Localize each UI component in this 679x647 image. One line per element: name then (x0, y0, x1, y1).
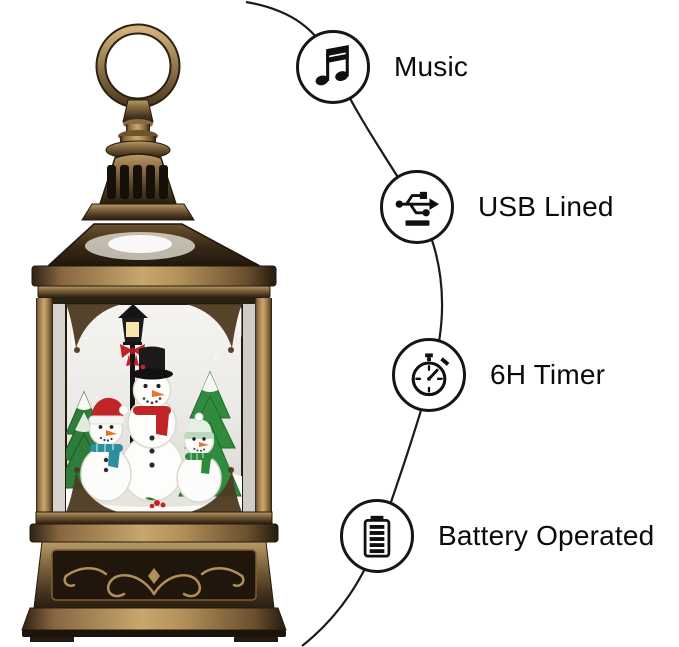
right-snowman (176, 412, 222, 503)
hanging-ring (95, 23, 181, 146)
feature-label: 6H Timer (490, 359, 606, 390)
music-note-icon (315, 45, 349, 86)
snowman-scene (66, 304, 242, 512)
feature-icon-circle (296, 30, 370, 104)
base-scroll-ornament (63, 567, 245, 598)
filigree-corners (66, 304, 242, 512)
usb-icon (395, 191, 440, 226)
feature-battery: Battery Operated (340, 499, 654, 573)
snow-globe-lantern-image (21, 23, 287, 642)
feature-usb: USB Lined (380, 170, 614, 244)
feature-music: Music (296, 30, 468, 104)
middle-snowman (120, 346, 184, 502)
feature-icon-circle (392, 338, 466, 412)
battery-icon (363, 515, 391, 558)
feature-label: Battery Operated (438, 520, 655, 551)
feature-timer: 6H Timer (392, 338, 605, 412)
feature-icon-circle (380, 170, 454, 244)
feature-label: USB Lined (478, 191, 614, 222)
feature-label: Music (394, 51, 469, 82)
feature-icon-circle (340, 499, 414, 573)
lantern-lid (31, 140, 277, 299)
holly-berries (145, 497, 166, 509)
lantern-base (21, 511, 287, 642)
left-snowman (80, 397, 132, 502)
timer-icon (411, 353, 450, 397)
